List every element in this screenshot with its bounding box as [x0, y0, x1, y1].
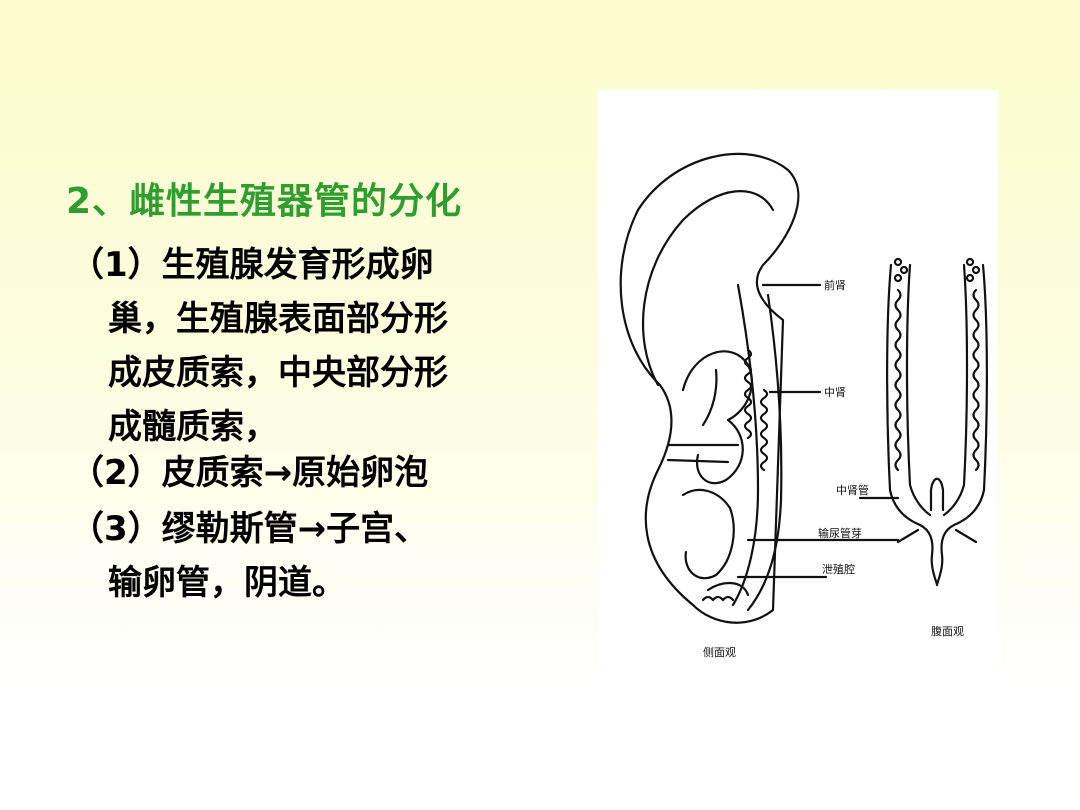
head-outline — [642, 190, 775, 387]
label-lateral-view: 侧面观 — [703, 646, 736, 659]
list-item-1: （1）生殖腺发育形成卵 巢，生殖腺表面部分形 成皮质索，中央部分形 成髓质索， — [70, 238, 540, 454]
embryo-outline — [619, 152, 800, 624]
label-mesonephros: 中肾 — [824, 386, 846, 399]
list-item-3: （3）缪勒斯管→子宫、 输卵管，阴道。 — [70, 502, 540, 610]
label-cloaca: 泄殖腔 — [822, 562, 855, 576]
list-item-1-line-2: 巢，生殖腺表面部分形 — [108, 299, 448, 339]
list-item-3-line-2: 输卵管，阴道。 — [108, 563, 346, 603]
nephric-column-outer — [731, 283, 760, 607]
embryo-diagram: 前肾 中肾 中肾管 输尿管芽 泄殖腔 腹面观 侧面观 — [598, 90, 998, 696]
embryo-diagram-svg: 前肾 中肾 中肾管 输尿管芽 泄殖腔 腹面观 侧面观 — [619, 152, 988, 659]
ventral-cloaca — [918, 523, 956, 587]
gut-tube — [681, 488, 735, 580]
ventral-right-column — [952, 263, 988, 527]
nephric-column-inner — [746, 293, 783, 612]
list-item-3-line-1: （3）缪勒斯管→子宫、 — [70, 509, 429, 549]
list-item-1-line-3: 成皮质索，中央部分形 — [108, 353, 448, 393]
ventral-left-column — [886, 263, 922, 527]
label-pronephros: 前肾 — [824, 278, 846, 292]
slide-title: 2、雌性生殖器管的分化 — [66, 181, 463, 222]
list-item-1-line-4: 成髓质索， — [108, 407, 278, 447]
label-ventral-view: 腹面观 — [931, 624, 964, 638]
list-item-2: （2）皮质索→原始卵泡 — [70, 446, 540, 500]
heart-region — [681, 350, 753, 485]
label-ureteric-bud: 输尿管芽 — [818, 526, 862, 540]
cloaca-region — [701, 582, 750, 602]
list-item-2-line-1: （2）皮质索→原始卵泡 — [70, 453, 429, 493]
list-item-1-line-1: （1）生殖腺发育形成卵 — [70, 245, 434, 285]
label-mesonephric-duct: 中肾管 — [836, 483, 869, 497]
